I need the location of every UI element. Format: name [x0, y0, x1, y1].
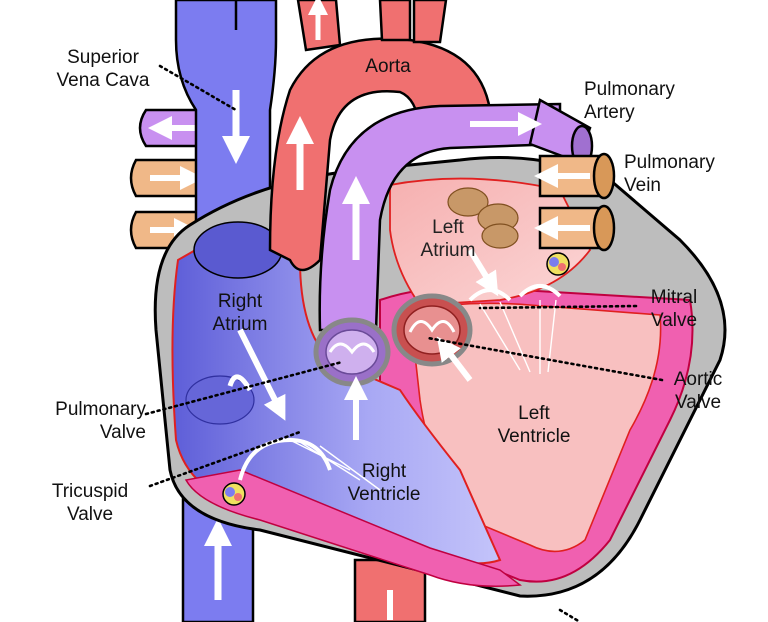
- pulmonary-veins-left: [129, 158, 212, 250]
- label-tricuspid-valve: Tricuspid Valve: [51, 481, 129, 525]
- aortic-valve: [391, 293, 473, 367]
- tricuspid-valve: [238, 437, 381, 491]
- pulmonary-artery-trunk: [318, 102, 562, 332]
- label-aortic-valve: Aortic Valve: [673, 369, 723, 413]
- pulmonary-valve: [313, 317, 391, 387]
- label-right-atrium: Right Atrium: [212, 291, 268, 335]
- coronary-vessels-right: [546, 252, 570, 276]
- flow-arrows: [227, 248, 499, 440]
- label-pulmonary-artery: Pulmonary Artery: [584, 79, 675, 123]
- pulmonary-vein-openings: [447, 187, 519, 249]
- aorta-arch: [268, 37, 492, 272]
- coronary-vessels-left: [222, 482, 246, 506]
- label-pulmonary-vein: Pulmonary Vein: [624, 152, 715, 196]
- label-left-atrium: Left Atrium: [420, 217, 476, 261]
- right-ventricle-wall: [184, 469, 522, 587]
- pulmonary-veins-right: [534, 152, 616, 252]
- label-mitral-valve: Mitral Valve: [650, 287, 698, 331]
- label-right-ventricle: Right Ventricle: [347, 461, 421, 505]
- label-pulmonary-valve: Pulmonary Valve: [55, 399, 146, 443]
- label-superior-vena-cava: Superior Vena Cava: [56, 47, 150, 91]
- label-aorta: Aorta: [365, 56, 411, 77]
- label-left-ventricle: Left Ventricle: [497, 403, 571, 447]
- ivc-opening: [185, 375, 255, 425]
- leader-lines: [144, 64, 664, 622]
- descending-aorta: [353, 558, 427, 622]
- aortic-branches: [296, 0, 448, 52]
